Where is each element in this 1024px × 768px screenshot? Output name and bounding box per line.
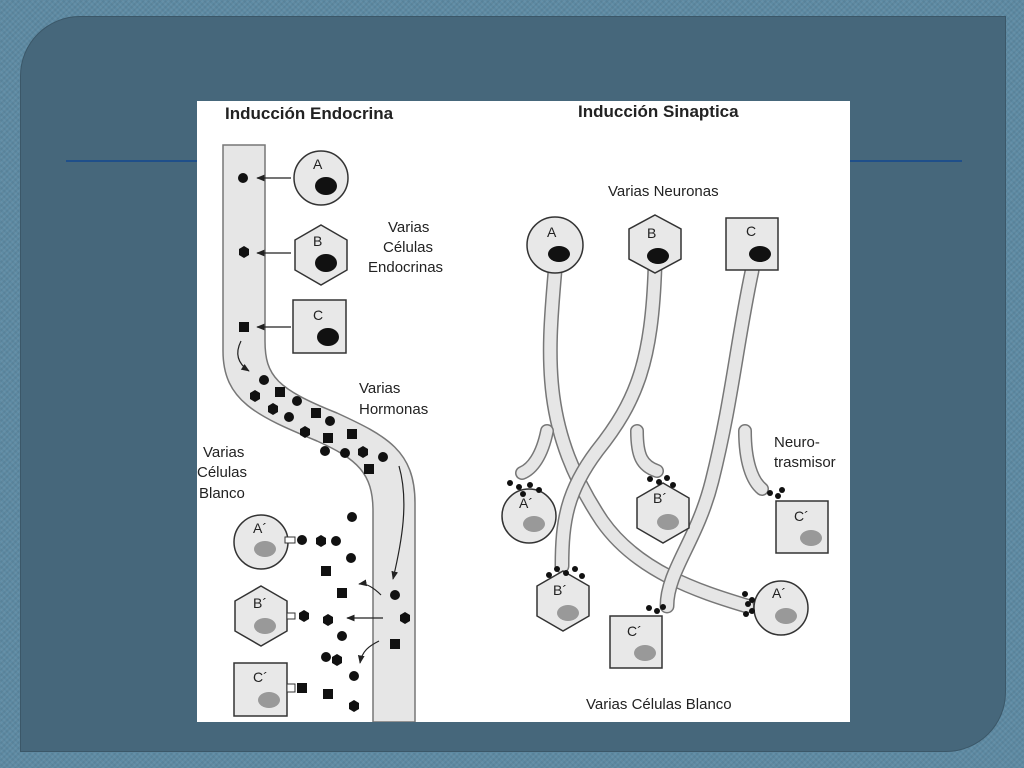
synaptic-target-b-bottom: B´ xyxy=(536,570,590,632)
synaptic-target-b-top: B´ xyxy=(636,482,690,544)
endocrine-cell-a-label: A xyxy=(313,156,323,172)
target-cells-label: Varias Células Blanco xyxy=(197,444,251,502)
svg-text:A´: A´ xyxy=(253,520,267,536)
svg-text:A´: A´ xyxy=(772,585,786,601)
svg-text:C´: C´ xyxy=(794,508,809,524)
right-title: Inducción Sinaptica xyxy=(578,102,739,121)
synaptic-target-a-left: A´ xyxy=(501,488,557,544)
neuron-c: C xyxy=(725,217,779,271)
neurons-label: Varias Neuronas xyxy=(608,183,719,200)
endocrine-cell-a: A xyxy=(293,150,349,206)
synaptic-target-a-right: A´ xyxy=(753,580,809,636)
release-arrow-up xyxy=(358,579,382,596)
target-cell-a-endocrine: A´ xyxy=(233,514,307,570)
flow-arrow-down xyxy=(391,465,405,580)
release-arrow-down xyxy=(357,640,380,664)
target-cell-c-endocrine: C´ xyxy=(233,662,307,717)
svg-text:B´: B´ xyxy=(553,582,567,598)
neuron-a: A xyxy=(526,216,584,274)
svg-text:C: C xyxy=(746,223,756,239)
svg-text:B´: B´ xyxy=(253,595,267,611)
svg-text:A´: A´ xyxy=(519,495,533,511)
flow-arrow-top xyxy=(237,340,250,372)
svg-text:A: A xyxy=(547,224,557,240)
synaptic-target-c-bottom: C´ xyxy=(609,615,663,669)
released-hormones xyxy=(316,512,410,712)
axons xyxy=(515,258,769,614)
hormone-square xyxy=(239,322,249,332)
hormones-label: Varias Hormonas xyxy=(359,380,428,418)
hormone-circle xyxy=(238,173,248,183)
neurotransmitter-dots xyxy=(507,475,785,617)
blood-vessel xyxy=(222,144,416,722)
endocrine-cell-c: C xyxy=(292,299,347,354)
target-cell-b-endocrine: B´ xyxy=(234,585,309,647)
hormone-hexagon xyxy=(239,246,249,258)
svg-text:B´: B´ xyxy=(653,490,667,506)
svg-text:C´: C´ xyxy=(627,623,642,639)
endocrine-cell-c-label: C xyxy=(313,307,323,323)
neuron-b: B xyxy=(628,214,682,274)
svg-text:C´: C´ xyxy=(253,669,268,685)
synaptic-targets-label: Varias Células Blanco xyxy=(586,696,732,713)
left-title: Inducción Endocrina xyxy=(225,104,394,123)
neurotransmitter-label: Neuro- trasmisor xyxy=(774,434,836,471)
hormone-cluster xyxy=(250,375,388,474)
synaptic-target-c-right: C´ xyxy=(775,500,829,554)
induction-diagram-svg: Inducción Endocrina A B C Varias xyxy=(197,102,836,722)
endocrine-cell-b-label: B xyxy=(313,233,322,249)
endocrine-cell-b: B xyxy=(294,224,348,286)
induction-diagram: Inducción Endocrina A B C Varias xyxy=(197,101,850,722)
endocrine-cells-label: Varias Células Endocrinas xyxy=(368,219,443,276)
svg-text:B: B xyxy=(647,225,656,241)
